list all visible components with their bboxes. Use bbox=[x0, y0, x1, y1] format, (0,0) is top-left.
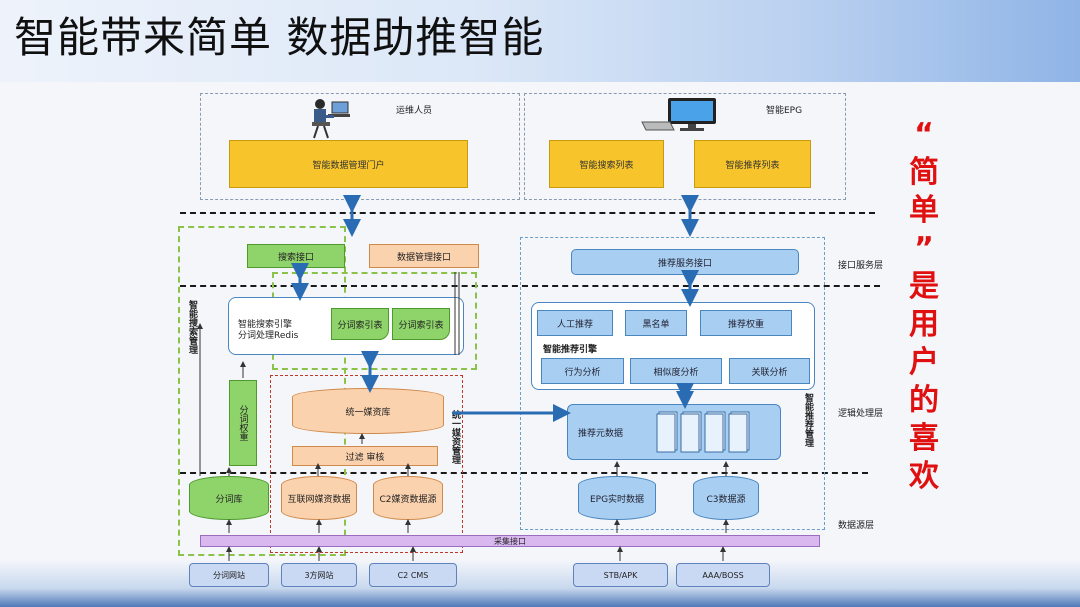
c2-media-cylinder: C2媒资数据源 bbox=[373, 476, 443, 520]
layer-label-logic: 逻辑处理层 bbox=[838, 409, 884, 419]
rec-management-label: 智能推荐管理 bbox=[803, 393, 813, 447]
behavior-analysis-box: 行为分析 bbox=[541, 358, 624, 384]
rec-engine-label: 智能推荐引擎 bbox=[543, 345, 598, 355]
slogan-char: 单 bbox=[909, 193, 939, 228]
slogan-char: “ bbox=[914, 117, 934, 152]
ops-label: 运维人员 bbox=[396, 106, 433, 116]
bottom-decoration bbox=[0, 560, 1080, 607]
slogan-char: 喜 bbox=[909, 421, 939, 456]
document-stack-icon bbox=[656, 411, 750, 453]
layer-label-interface: 接口服务层 bbox=[838, 261, 884, 271]
index-table-1: 分词索引表 bbox=[331, 308, 389, 340]
search-engine-line2: 分词处理Redis bbox=[238, 331, 299, 341]
search-engine-line1: 智能搜索引擎 bbox=[238, 320, 293, 330]
data-mgmt-api-box: 数据管理接口 bbox=[369, 244, 479, 268]
index-table-2: 分词索引表 bbox=[392, 308, 450, 340]
slogan: “ 简 单 ” 是 用 户 的 喜 欢 bbox=[902, 116, 946, 496]
layer-divider-interface bbox=[180, 285, 880, 287]
search-list-box: 智能搜索列表 bbox=[549, 140, 664, 188]
search-management-label: 智能搜索管理 bbox=[187, 300, 197, 354]
rec-weight-box: 推荐权重 bbox=[700, 310, 792, 336]
c3-source-cylinder: C3数据源 bbox=[693, 476, 759, 520]
slogan-char: 简 bbox=[909, 155, 939, 190]
tv-icon bbox=[641, 98, 716, 131]
internet-media-cylinder: 互联网媒资数据 bbox=[281, 476, 357, 520]
source-stb-apk: STB/APK bbox=[573, 563, 668, 587]
source-c2-cms: C2 CMS bbox=[369, 563, 457, 587]
manual-rec-box: 人工推荐 bbox=[537, 310, 613, 336]
title-banner bbox=[0, 0, 1080, 82]
slogan-char: ” bbox=[914, 231, 934, 266]
rec-list-box: 智能推荐列表 bbox=[694, 140, 811, 188]
word-weight-box: 分词权重 bbox=[229, 380, 257, 466]
recommend-area bbox=[520, 237, 825, 530]
filter-review-box: 过滤 审核 bbox=[292, 446, 438, 466]
slogan-char: 是 bbox=[909, 269, 939, 304]
portal-box: 智能数据管理门户 bbox=[229, 140, 468, 188]
source-word-site: 分词网站 bbox=[189, 563, 269, 587]
slogan-char: 用 bbox=[909, 307, 939, 342]
slogan-char: 欢 bbox=[909, 459, 939, 494]
relation-analysis-box: 关联分析 bbox=[729, 358, 810, 384]
blacklist-box: 黑名单 bbox=[625, 310, 687, 336]
layer-divider-top bbox=[180, 212, 875, 214]
epg-label: 智能EPG bbox=[766, 106, 803, 116]
slogan-char: 的 bbox=[909, 383, 939, 418]
source-third-party-site: 3方网站 bbox=[281, 563, 357, 587]
source-aaa-boss: AAA/BOSS bbox=[676, 563, 770, 587]
slogan-char: 户 bbox=[909, 345, 939, 380]
page-title: 智能带来简单 数据助推智能 bbox=[14, 13, 545, 62]
layer-label-source: 数据源层 bbox=[838, 521, 875, 531]
rec-metadata-label: 推荐元数据 bbox=[578, 428, 624, 439]
operator-person-icon bbox=[312, 99, 350, 139]
media-management-label: 统一媒资管理 bbox=[450, 410, 460, 464]
collect-interface-bar: 采集接口 bbox=[200, 535, 820, 547]
layer-divider-logic bbox=[180, 472, 868, 474]
